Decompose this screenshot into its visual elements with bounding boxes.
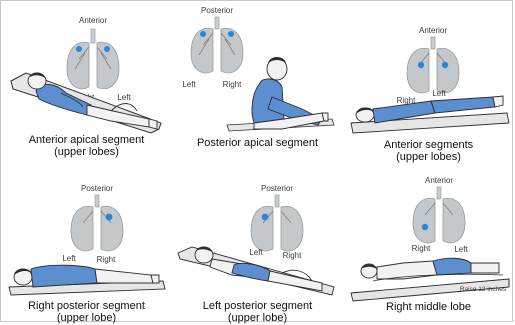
caption: Anterior segments (upper lobes) bbox=[343, 139, 514, 163]
patient-figure bbox=[227, 57, 334, 131]
lung-icon bbox=[67, 29, 119, 89]
caption-line-1: Anterior apical segment bbox=[1, 134, 172, 146]
side-label-left: Left bbox=[182, 80, 196, 89]
caption-line-1: Right middle lobe bbox=[343, 301, 514, 313]
view-label: Posterior bbox=[81, 184, 113, 193]
view-label: Anterior bbox=[419, 26, 447, 35]
caption-line-2: (upper lobes) bbox=[1, 146, 172, 158]
caption: Right posterior segment (upper lobe) bbox=[1, 300, 172, 324]
view-label: Posterior bbox=[201, 6, 233, 15]
patient-figure bbox=[9, 265, 165, 295]
raise-note: Raise 12 inches bbox=[460, 286, 507, 293]
panel-anterior-segments: Anterior Right Left Anterior segment bbox=[343, 1, 514, 163]
panel-right-posterior: Posterior Left Right Right posterior seg… bbox=[1, 163, 172, 325]
side-label-right: Right bbox=[97, 255, 116, 264]
side-label-left: Left bbox=[454, 245, 468, 254]
caption: Anterior apical segment (upper lobes) bbox=[1, 134, 172, 158]
side-label-right: Right bbox=[223, 80, 242, 89]
side-label-left: Left bbox=[432, 89, 446, 98]
panel-anterior-apical: Anterior Right Left bbox=[1, 1, 172, 163]
view-label: Posterior bbox=[261, 184, 293, 193]
caption: Posterior apical segment bbox=[172, 137, 343, 149]
side-label-left: Left bbox=[62, 254, 76, 263]
patient-figure bbox=[351, 96, 509, 133]
caption-line-1: Posterior apical segment bbox=[172, 137, 343, 149]
caption-line-1: Left posterior segment bbox=[172, 300, 343, 312]
caption-line-1: Anterior segments bbox=[343, 139, 514, 151]
side-label-right: Right bbox=[412, 244, 431, 253]
view-label: Anterior bbox=[79, 16, 107, 25]
panel-right-middle-lobe: Anterior Right Left Raise 12 inches bbox=[343, 163, 514, 325]
caption-line-2: (upper lobe) bbox=[172, 312, 343, 324]
lung-icon bbox=[407, 37, 459, 93]
side-label-left: Left bbox=[249, 248, 263, 257]
lung-icon bbox=[71, 195, 123, 251]
caption-line-1: Right posterior segment bbox=[1, 300, 172, 312]
view-label: Anterior bbox=[425, 176, 453, 185]
patient-figure bbox=[351, 258, 509, 301]
caption-line-2: (upper lobe) bbox=[1, 312, 172, 324]
lung-icon bbox=[251, 195, 303, 251]
lung-icon bbox=[413, 187, 465, 243]
caption: Right middle lobe bbox=[343, 301, 514, 313]
caption: Left posterior segment (upper lobe) bbox=[172, 300, 343, 324]
lung-icon bbox=[191, 17, 243, 73]
side-label-left: Left bbox=[117, 93, 131, 102]
panel-posterior-apical: Posterior Left Right Poster bbox=[172, 1, 343, 163]
caption-line-2: (upper lobes) bbox=[343, 151, 514, 163]
panel-left-posterior: Posterior Left Right Left posterior bbox=[172, 163, 343, 325]
side-label-right: Right bbox=[283, 251, 302, 260]
